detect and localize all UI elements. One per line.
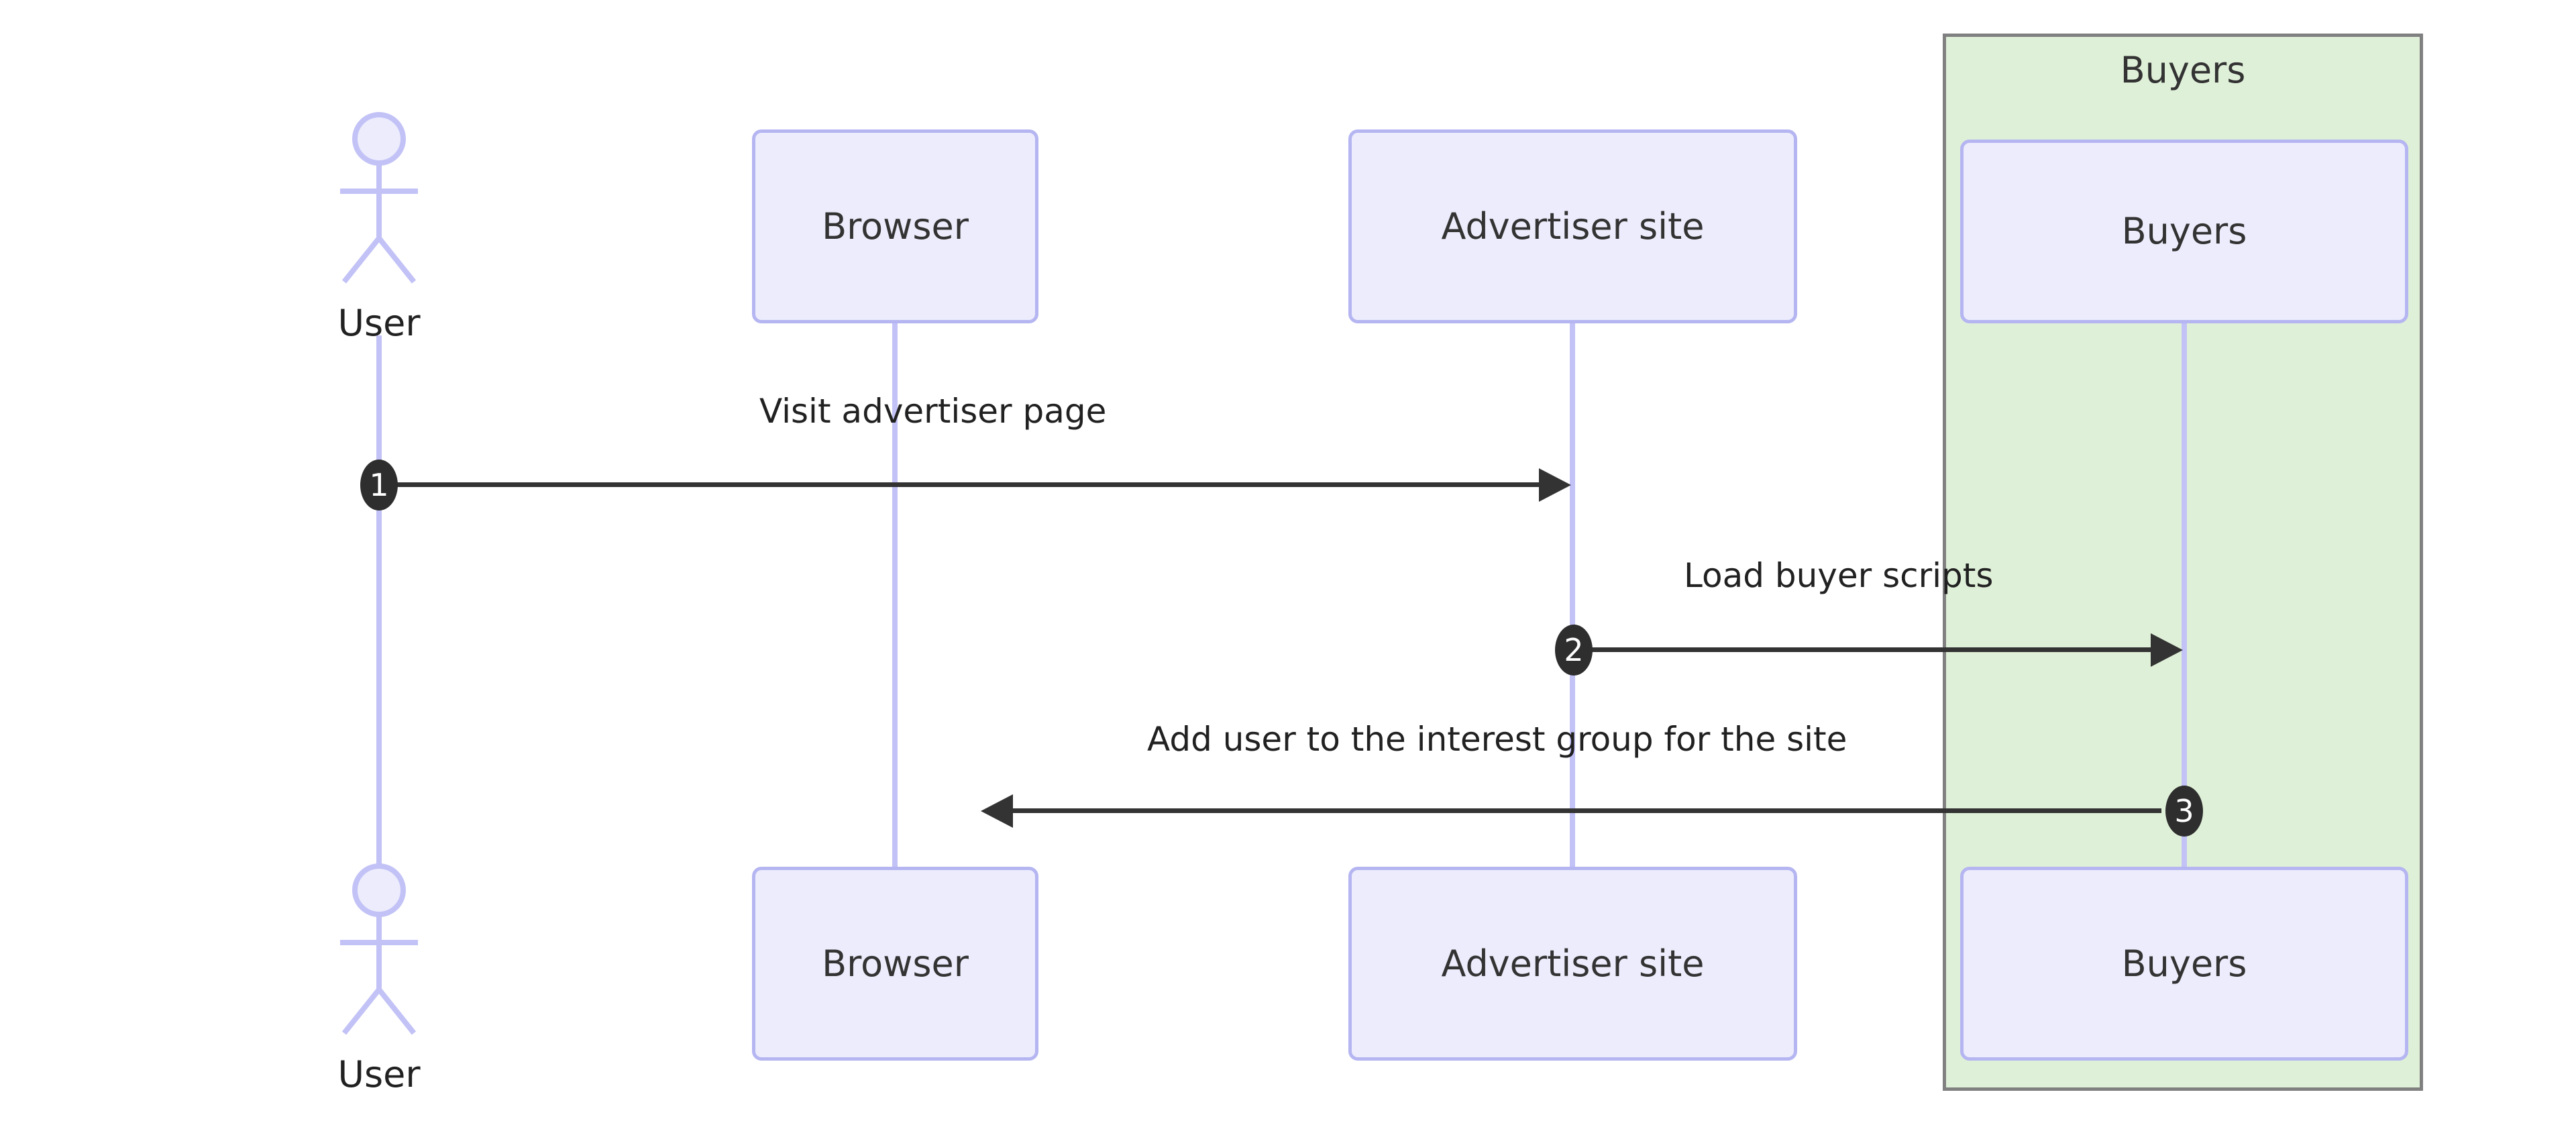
group-label: Buyers — [2120, 49, 2246, 91]
message-label-3: Add user to the interest group for the s… — [1147, 720, 1847, 759]
actor-label-user-bottom: User — [337, 1053, 421, 1095]
message-line-3 — [1013, 808, 2161, 813]
actor-label-user-top: User — [337, 302, 421, 344]
actor-figure-icon — [340, 863, 418, 1035]
participant-label-browser-top: Browser — [822, 205, 969, 248]
participant-advertiser-bottom[interactable]: Advertiser site — [1348, 867, 1797, 1061]
participant-label-browser-bottom: Browser — [822, 942, 969, 985]
message-sequence-badge-2: 2 — [1555, 625, 1593, 676]
message-sequence-badge-1: 1 — [360, 460, 398, 511]
participant-buyers-bottom[interactable]: Buyers — [1960, 867, 2408, 1061]
participant-buyers-top[interactable]: Buyers — [1960, 140, 2408, 323]
message-label-2: Load buyer scripts — [1684, 556, 1994, 595]
message-arrowhead-3 — [981, 794, 1013, 828]
participant-browser-top[interactable]: Browser — [752, 129, 1038, 323]
actor-user-top: User — [312, 111, 446, 359]
lifeline-advertiser — [1570, 321, 1575, 868]
actor-user-bottom: User — [312, 862, 446, 1110]
participant-label-advertiser-bottom: Advertiser site — [1441, 942, 1705, 985]
message-line-2 — [1591, 647, 2153, 652]
participant-label-buyers-top: Buyers — [2121, 210, 2247, 252]
message-sequence-badge-3: 3 — [2165, 786, 2203, 837]
message-arrowhead-1 — [1539, 468, 1571, 502]
lifeline-browser — [892, 321, 898, 868]
message-line-1 — [397, 482, 1542, 487]
message-arrowhead-2 — [2151, 633, 2183, 667]
participant-browser-bottom[interactable]: Browser — [752, 867, 1038, 1061]
lifeline-buyers — [2182, 321, 2187, 868]
participant-label-advertiser-top: Advertiser site — [1441, 205, 1705, 248]
actor-figure-icon — [340, 112, 418, 284]
message-label-1: Visit advertiser page — [759, 392, 1107, 431]
lifeline-user — [376, 335, 382, 879]
participant-label-buyers-bottom: Buyers — [2121, 942, 2247, 985]
participant-advertiser-top[interactable]: Advertiser site — [1348, 129, 1797, 323]
